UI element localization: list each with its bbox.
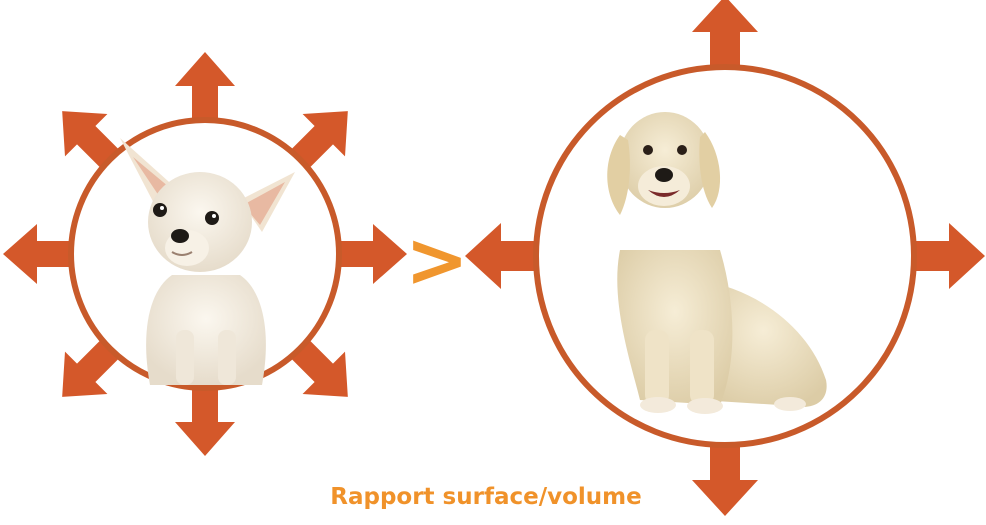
greater-than-symbol: > — [405, 215, 469, 304]
large-dog-figure — [465, 0, 985, 516]
caption-text: Rapport surface/volume — [330, 484, 642, 510]
small-dog-figure — [3, 52, 407, 456]
